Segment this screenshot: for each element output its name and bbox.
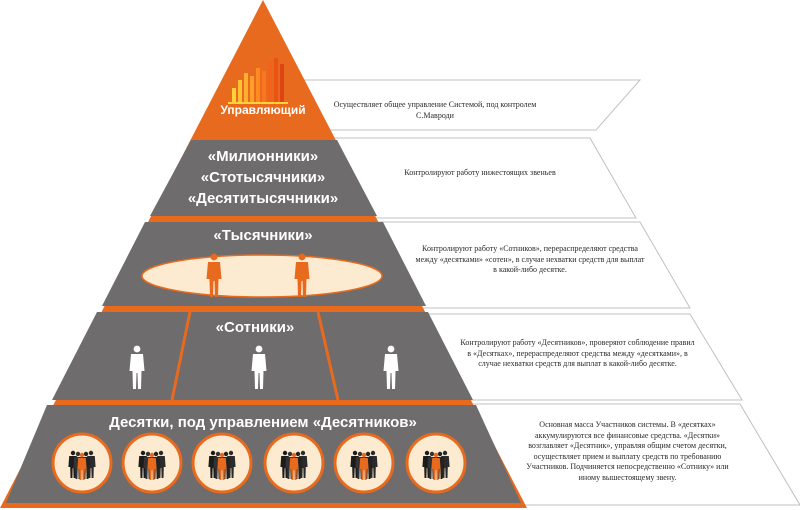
description-tens: Основная масса Участников системы. В «де…	[526, 420, 729, 482]
tens-groups	[51, 432, 467, 494]
tier-title-hundreders: «Сотники»	[215, 319, 295, 336]
description-thousanders: Контролируют работу «Сотников», перерасп…	[415, 244, 645, 274]
tier-title-millionaires-2: «Стотысячники»	[200, 169, 326, 186]
tier-title-thousanders: «Тысячники»	[213, 227, 313, 244]
tier-title-millionaires-1: «Милионники»	[207, 148, 319, 165]
tier-title-tens: Десятки, под управлением «Десятников»	[109, 414, 417, 431]
group-icon-5	[333, 432, 395, 494]
tier-title-millionaires-3: «Десятитысячники»	[187, 190, 339, 207]
divider-hundreders-left	[170, 311, 192, 401]
description-manager: Осуществляет общее управление Системой, …	[333, 100, 537, 120]
group-icon-6	[405, 432, 467, 494]
description-panels	[295, 79, 800, 506]
thousanders-ellipse	[141, 254, 383, 298]
group-icon-1	[51, 432, 113, 494]
divider-hundreders-right	[316, 311, 340, 401]
group-icon-4	[263, 432, 325, 494]
tier-title-manager: Управляющий	[220, 103, 306, 117]
group-icon-3	[191, 432, 253, 494]
description-millionaires: Контролируют работу нижестоящих звеньев	[404, 168, 556, 177]
tier-millionaires-bg	[150, 140, 377, 216]
logo-icon	[228, 58, 288, 104]
group-icon-2	[121, 432, 183, 494]
description-hundreders: Контролируют работу «Десятников», провер…	[460, 338, 695, 368]
